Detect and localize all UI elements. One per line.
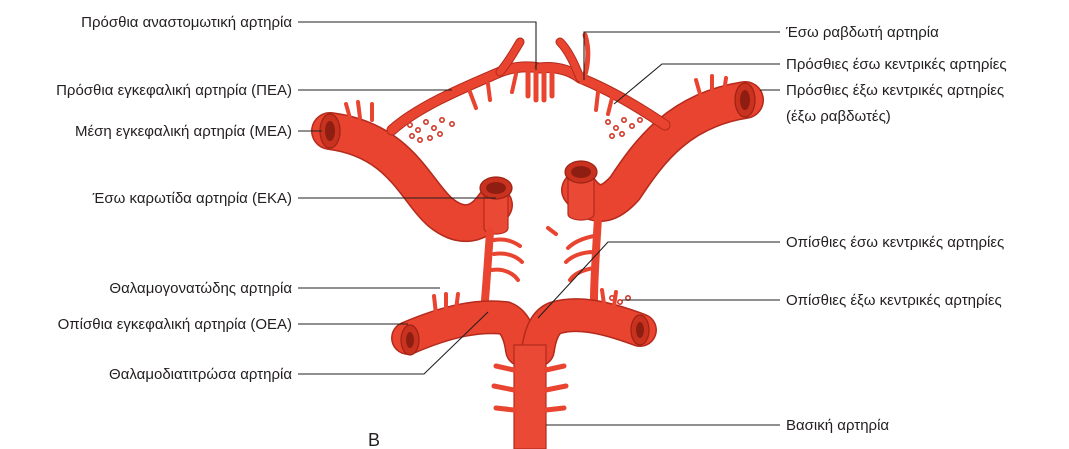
acom-perforators bbox=[512, 70, 552, 100]
label-pca: Οπίσθια εγκεφαλική αρτηρία (ΟΕΑ) bbox=[58, 316, 292, 333]
label-basilar: Βασική αρτηρία bbox=[786, 417, 889, 434]
label-ica: Έσω καρωτίδα αρτηρία (ΕΚΑ) bbox=[92, 190, 292, 207]
label-ant-lateral-central-sub: (έξω ραβδωτές) bbox=[786, 108, 891, 125]
post-medial-central-vessels bbox=[492, 228, 594, 280]
label-ant-lateral-central: Πρόσθιες έξω κεντρικές αρτηρίες bbox=[786, 82, 1004, 99]
left-pcom-vessel bbox=[484, 232, 490, 312]
right-pcom-vessel bbox=[594, 218, 598, 300]
label-recurrent-striate: Έσω ραβδωτή αρτηρία bbox=[785, 24, 939, 41]
label-thalamoperforating: Θαλαμοδιατιτρώσα αρτηρία bbox=[109, 366, 292, 383]
label-mca: Μέση εγκεφαλική αρτηρία (ΜΕΑ) bbox=[75, 123, 292, 140]
left-ica-vessel bbox=[484, 196, 508, 234]
right-ica-vessel bbox=[568, 178, 594, 220]
basilar-vessel bbox=[514, 345, 546, 449]
label-post-medial-central: Οπίσθιες έσω κεντρικές αρτηρίες bbox=[786, 234, 1004, 251]
label-ant-medial-central: Πρόσθιες έσω κεντρικές αρτηρίες bbox=[786, 56, 1007, 73]
label-aca: Πρόσθια εγκεφαλική αρτηρία (ΠΕΑ) bbox=[56, 82, 292, 99]
label-post-lateral-central: Οπίσθιες έξω κεντρικές αρτηρίες bbox=[786, 292, 1002, 309]
recurrent-striate-vessel bbox=[582, 35, 588, 82]
left-aca-vessel bbox=[392, 67, 540, 130]
label-ant-communicating: Πρόσθια αναστομωτική αρτηρία bbox=[81, 14, 292, 31]
label-thalamogeniculate: Θαλαμογονατώδης αρτηρία bbox=[109, 280, 292, 297]
panel-letter: B bbox=[368, 430, 380, 449]
